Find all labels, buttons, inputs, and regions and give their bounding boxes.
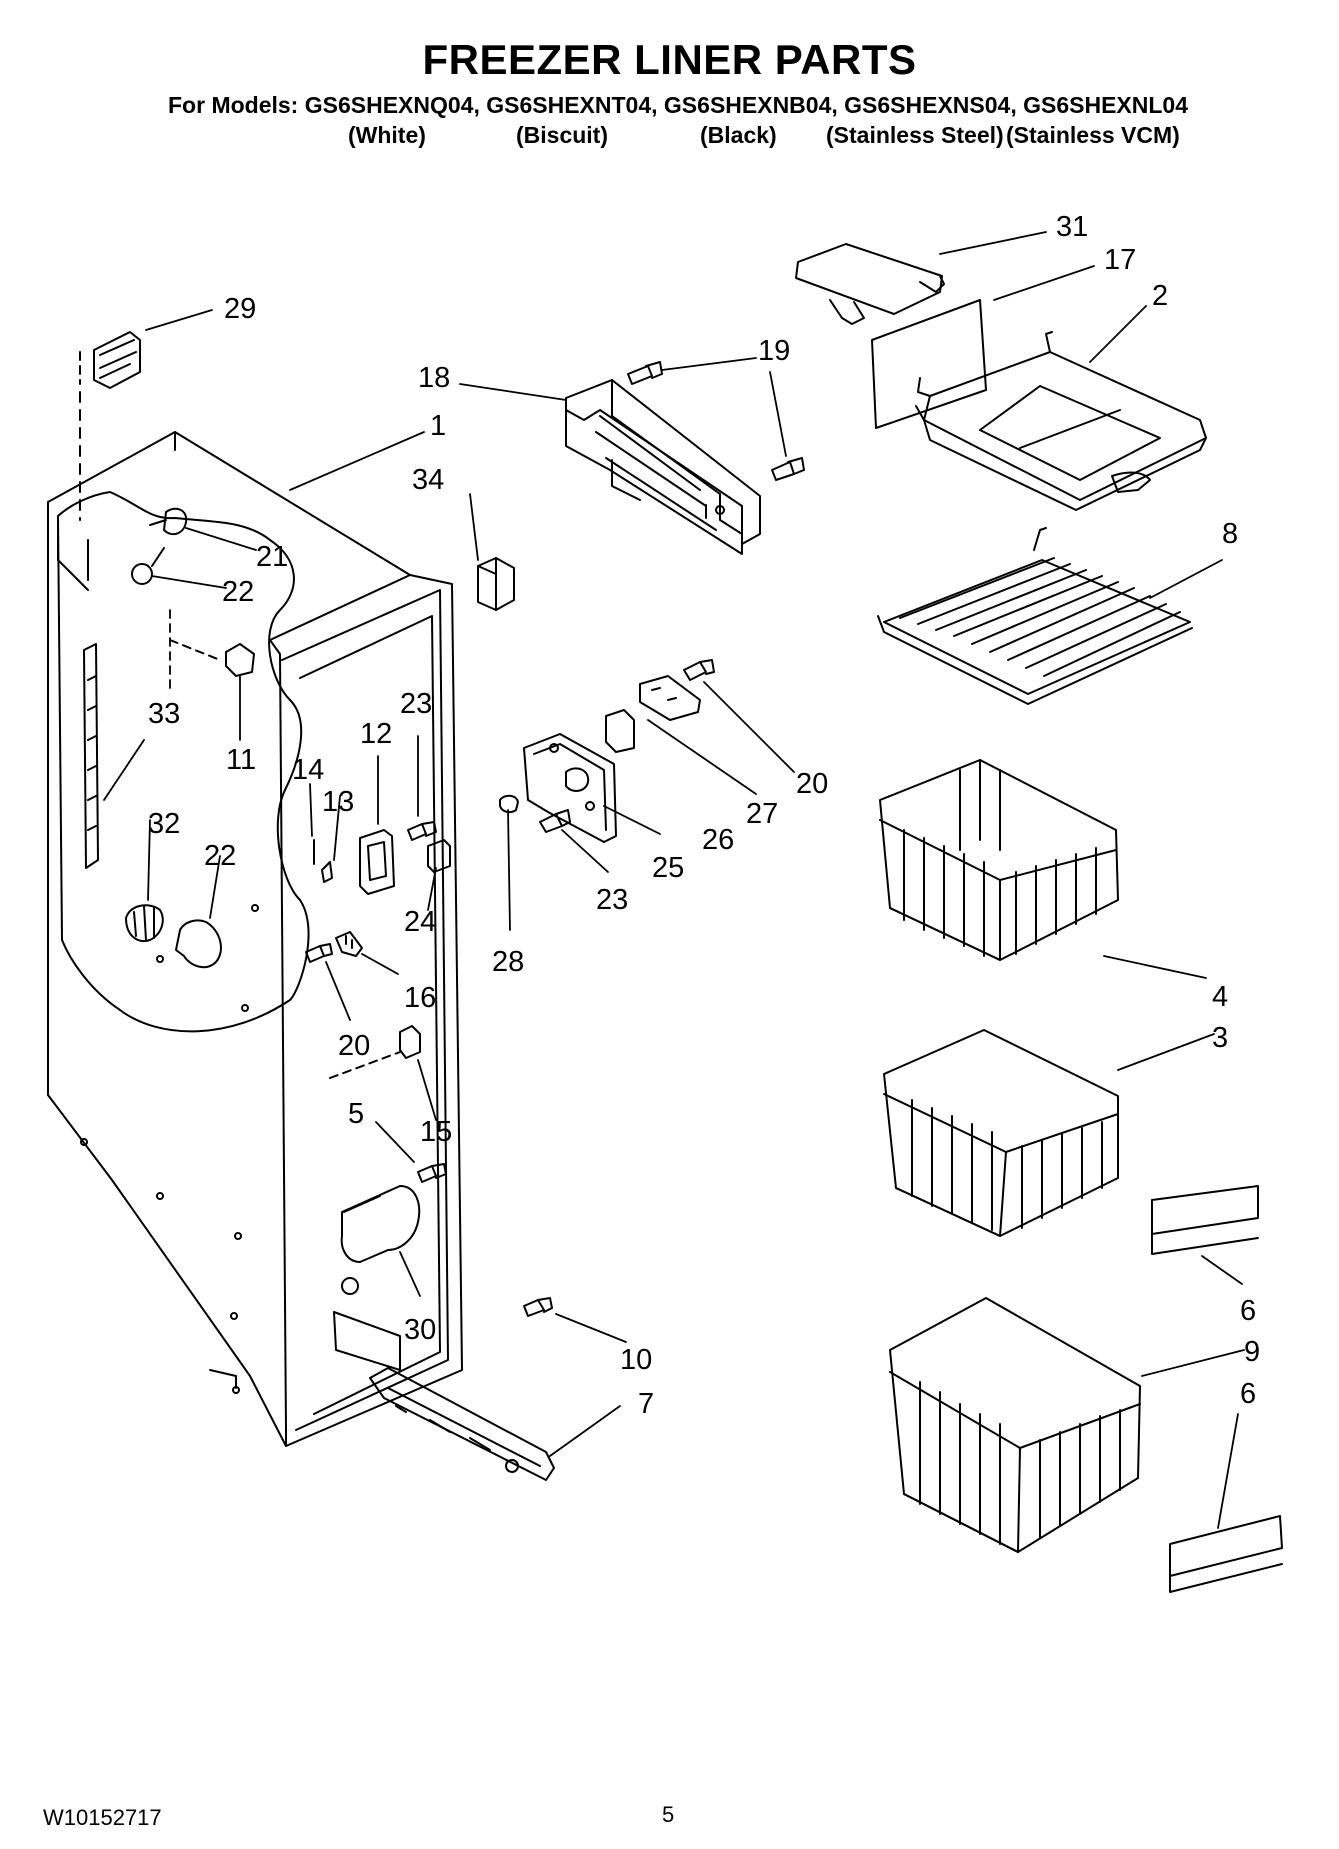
callout-23-lower: 23 <box>596 884 629 916</box>
cover-17 <box>872 300 986 428</box>
clip-11 <box>170 640 254 676</box>
callout-12: 12 <box>360 718 393 750</box>
lamp-socket-21 <box>150 509 186 534</box>
control-12 <box>360 830 394 894</box>
basket-3 <box>884 1030 1118 1236</box>
callout-11: 11 <box>226 744 257 776</box>
callout-22-upper: 22 <box>222 576 255 608</box>
tag-6-upper <box>1152 1186 1258 1254</box>
variant-white: (White) <box>348 122 426 148</box>
callout-9: 9 <box>1244 1336 1261 1368</box>
housing-25 <box>524 734 616 842</box>
screw-19a <box>628 362 662 384</box>
tag-6-lower <box>1170 1516 1282 1592</box>
page-title: FREEZER LINER PARTS <box>422 36 917 83</box>
leader-lines <box>104 232 1244 1528</box>
plug-28 <box>500 796 518 812</box>
callout-2: 2 <box>1152 280 1169 312</box>
basket-4 <box>880 760 1118 960</box>
callout-5: 5 <box>348 1098 365 1130</box>
callout-27: 27 <box>746 798 779 830</box>
screw-10 <box>524 1298 552 1316</box>
callout-8: 8 <box>1222 518 1239 550</box>
callout-34: 34 <box>412 464 445 496</box>
variant-stainless-steel: (Stainless Steel) <box>826 122 1004 148</box>
clip-34 <box>478 558 514 610</box>
callout-17: 17 <box>1104 244 1137 276</box>
bracket-29 <box>80 332 140 520</box>
bulb-22-lower <box>176 920 221 967</box>
callout-31: 31 <box>1056 211 1089 243</box>
callout-6-lower: 6 <box>1240 1378 1257 1410</box>
screw-5 <box>418 1164 446 1182</box>
variant-black: (Black) <box>700 122 777 148</box>
callout-3: 3 <box>1212 1022 1229 1054</box>
clip-15 <box>330 1026 420 1078</box>
screw-20-lower <box>306 944 332 962</box>
variant-stainless-vcm: (Stainless VCM) <box>1006 122 1180 148</box>
lamp-socket-32 <box>126 905 163 941</box>
freezer-liner-part <box>48 432 462 1446</box>
board-27 <box>640 676 700 720</box>
callout-4: 4 <box>1212 981 1229 1013</box>
callout-18: 18 <box>418 362 451 394</box>
callout-24: 24 <box>404 906 437 938</box>
callout-28: 28 <box>492 946 525 978</box>
variant-biscuit: (Biscuit) <box>516 122 608 148</box>
callout-16: 16 <box>404 982 437 1014</box>
screw-23-upper <box>408 822 436 840</box>
cover-30 <box>342 1186 420 1294</box>
callout-22-lower: 22 <box>204 840 237 872</box>
callout-13: 13 <box>322 786 355 818</box>
crisper-frame-2 <box>916 332 1206 510</box>
light-cover-33 <box>84 644 98 868</box>
callout-20-upper: 20 <box>796 768 829 800</box>
bulb-22-upper <box>132 548 164 584</box>
callout-10: 10 <box>620 1344 653 1376</box>
callout-33: 33 <box>148 698 181 730</box>
callout-25: 25 <box>652 852 685 884</box>
callout-6-upper: 6 <box>1240 1295 1257 1327</box>
callout-7: 7 <box>638 1388 655 1420</box>
callout-19: 19 <box>758 335 791 367</box>
basket-9 <box>890 1298 1140 1552</box>
screw-20-upper <box>684 660 714 680</box>
housing-18 <box>566 380 760 554</box>
cover-24 <box>428 840 450 872</box>
clip-13 <box>322 862 332 882</box>
models-line: For Models: GS6SHEXNQ04, GS6SHEXNT04, GS… <box>168 92 1189 118</box>
callout-30: 30 <box>404 1314 437 1346</box>
callout-21: 21 <box>256 541 289 573</box>
callout-14: 14 <box>292 754 325 786</box>
callout-32: 32 <box>148 808 181 840</box>
callout-1: 1 <box>430 410 447 442</box>
screw-19b <box>772 458 804 480</box>
callout-29: 29 <box>224 293 257 325</box>
callout-23-upper: 23 <box>400 688 433 720</box>
callout-20-lower: 20 <box>338 1030 371 1062</box>
document-number: W10152717 <box>43 1805 162 1830</box>
hinge-31 <box>796 244 944 324</box>
vent-grille-7 <box>370 1368 554 1480</box>
bracket-26 <box>606 710 634 752</box>
callout-26: 26 <box>702 824 735 856</box>
callout-15: 15 <box>420 1116 453 1148</box>
board-16 <box>336 932 362 956</box>
wire-shelf-8 <box>878 528 1192 704</box>
screw-23-lower <box>540 810 570 832</box>
page-number: 5 <box>662 1802 675 1827</box>
